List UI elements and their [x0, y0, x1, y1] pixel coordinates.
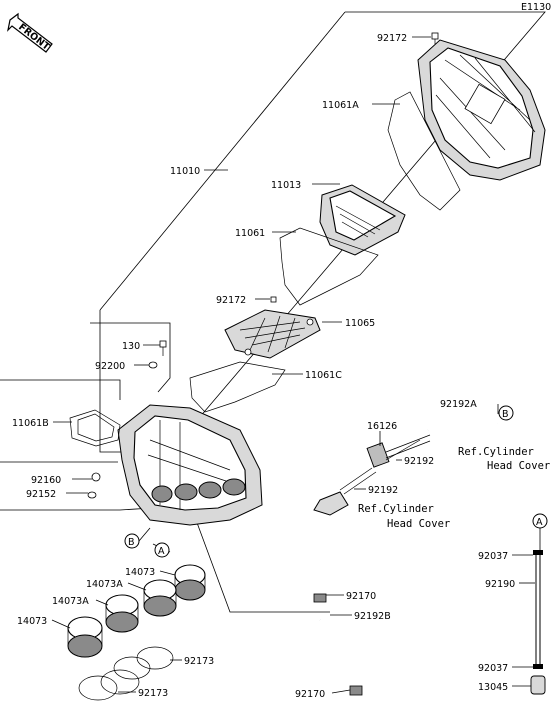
front-arrow-icon: FRONT [7, 12, 53, 53]
assembly-bracket-left [99, 11, 346, 311]
label-92190: 92190 [485, 579, 515, 590]
label-92037-a: 92037 [478, 551, 508, 562]
hose-92192 [313, 439, 421, 516]
ref-cylinder-head-cover-1a: Ref.Cylinder [458, 446, 534, 458]
callout-a-left: A [154, 542, 170, 558]
air-cleaner-top-cover [417, 39, 546, 181]
ref-cylinder-head-cover-2b: Head Cover [387, 518, 450, 530]
bolt-92172-mid [270, 296, 277, 303]
svg-text:B: B [502, 409, 509, 420]
clip-92037-bottom [533, 664, 543, 669]
label-92192-b: 92192 [368, 485, 398, 496]
label-14073a-1: 14073A [86, 579, 123, 590]
bolt-130 [159, 340, 167, 356]
leader-lines [51, 36, 541, 694]
bolt-92172-top [431, 32, 439, 44]
label-11013: 11013 [271, 180, 301, 191]
element-holder-plate [224, 309, 321, 359]
diagram-code: E1130 [521, 2, 551, 13]
intake-duct-14073-top [174, 564, 206, 601]
gasket-11061c [189, 361, 286, 413]
clip-92037-top [533, 550, 543, 555]
label-92192a: 92192A [440, 399, 477, 410]
ref-cylinder-head-cover-2a: Ref.Cylinder [358, 503, 434, 515]
label-130: 130 [122, 341, 140, 352]
pcv-valve-16126 [366, 434, 431, 468]
svg-text:B: B [128, 537, 135, 548]
intake-duct-14073a-1 [143, 579, 177, 617]
gasket-11061b [69, 409, 121, 447]
air-box-lower-case [117, 404, 263, 526]
label-92192b: 92192B [354, 611, 391, 622]
label-92173-a: 92173 [184, 656, 214, 667]
label-14073-top: 14073 [125, 567, 155, 578]
label-16126: 16126 [367, 421, 397, 432]
collar-92152 [87, 491, 97, 499]
grommet-92160 [91, 472, 101, 482]
ref-cylinder-head-cover-1b: Head Cover [487, 460, 550, 472]
label-11010: 11010 [170, 166, 200, 177]
svg-text:A: A [158, 546, 165, 557]
hose-92192b [316, 617, 364, 696]
clip-92170-top [313, 593, 327, 603]
label-92152: 92152 [26, 489, 56, 500]
label-11065: 11065 [345, 318, 375, 329]
bracket-130 [90, 322, 171, 393]
bracket-hose [195, 519, 330, 613]
label-92200: 92200 [95, 361, 125, 372]
label-92037-b: 92037 [478, 663, 508, 674]
svg-text:A: A [536, 517, 543, 528]
intake-duct-14073a-2 [105, 594, 139, 633]
label-14073-bot: 14073 [17, 616, 47, 627]
intake-duct-14073-bot [67, 616, 103, 658]
label-92173-b: 92173 [138, 688, 168, 699]
clamp-92173-lower [78, 669, 140, 701]
drain-plug-13045 [530, 675, 546, 695]
clip-92170-bottom [349, 685, 363, 696]
front-label: FRONT [16, 22, 52, 53]
callout-a-right: A [532, 513, 548, 529]
clamp-92173-upper [113, 646, 174, 680]
breather-hose-92192a [427, 422, 499, 432]
label-14073a-2: 14073A [52, 596, 89, 607]
label-11061c: 11061C [305, 370, 342, 381]
label-92160: 92160 [31, 475, 61, 486]
label-11061: 11061 [235, 228, 265, 239]
bracket-11061b [0, 379, 121, 400]
label-92172-top: 92172 [377, 33, 407, 44]
label-13045: 13045 [478, 682, 508, 693]
air-filter-element [319, 184, 406, 256]
gasket-11061 [279, 227, 379, 306]
gasket-11061a [387, 91, 461, 211]
label-92170-a: 92170 [346, 591, 376, 602]
label-92170-b: 92170 [295, 689, 325, 700]
label-11061a: 11061A [322, 100, 359, 111]
washer-92200 [148, 361, 158, 369]
label-92172-mid: 92172 [216, 295, 246, 306]
label-11061b: 11061B [12, 418, 49, 429]
label-92192-a: 92192 [404, 456, 434, 467]
callout-b-right: B [498, 405, 514, 421]
callout-b-left: B [124, 533, 140, 549]
